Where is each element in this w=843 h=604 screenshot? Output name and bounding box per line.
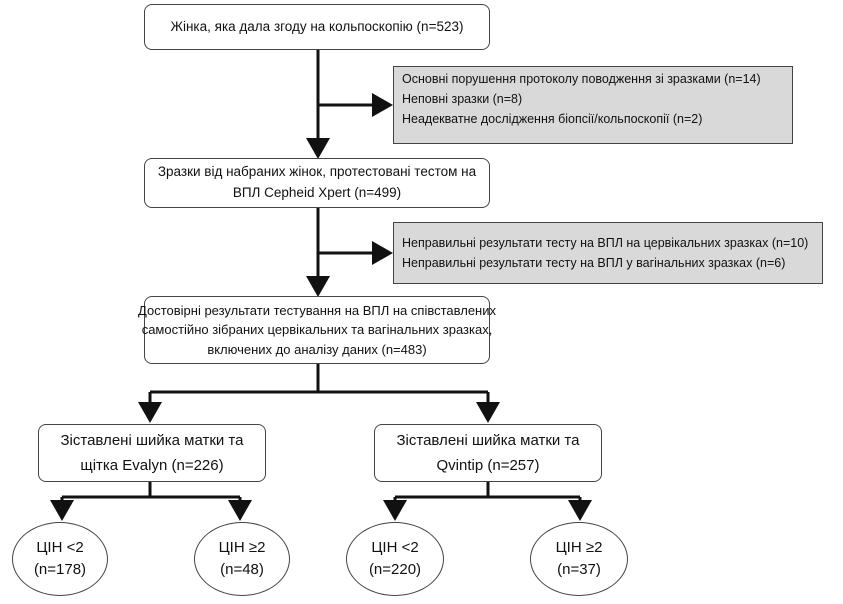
leaf-label: ЦІН ≥2 [218,538,266,556]
leaf-cin-lt2-evalyn: ЦІН <2 (n=178) [12,522,108,596]
evalyn-branch-line: Зіставлені шийка матки та [60,431,244,449]
qvintip-branch-line: Зіставлені шийка матки та [396,431,580,449]
exclusion1-line: Основні порушення протоколу поводження з… [402,72,761,86]
leaf-count: (n=37) [557,561,601,578]
leaf-count: (n=48) [220,561,264,578]
evalyn-branch-line: щітка Evalyn (n=226) [80,457,224,474]
leaf-cin-lt2-qvintip: ЦІН <2 (n=220) [346,522,444,596]
valid-results-box: Достовірні результати тестування на ВПЛ … [138,296,496,364]
leaf-count: (n=220) [368,561,422,578]
exclusion-box-2: Неправильні результати тесту на ВПЛ на ц… [393,222,823,284]
leaf-label: ЦІН <2 [36,538,84,556]
leaf-label: ЦІН <2 [371,538,419,556]
valid-results-line: Достовірні результати тестування на ВПЛ … [138,302,496,318]
tested-samples-line: Зразки від набраних жінок, протестовані … [157,164,477,180]
exclusion-box-1: Основні порушення протоколу поводження з… [393,66,793,144]
tested-samples-line: ВПЛ Cepheid Xpert (n=499) [232,185,402,200]
evalyn-branch-box: Зіставлені шийка матки та щітка Evalyn (… [38,424,266,482]
exclusion2-line: Неправильні результати тесту на ВПЛ у ва… [402,256,786,270]
consented-women-label: Жінка, яка дала згоду на кольпоскопію (n… [170,18,464,34]
qvintip-branch-line: Qvintip (n=257) [436,457,540,474]
valid-results-line: включених до аналізу даних (n=483) [207,341,427,357]
leaf-cin-ge2-evalyn: ЦІН ≥2 (n=48) [194,522,290,596]
qvintip-branch-box: Зіставлені шийка матки та Qvintip (n=257… [374,424,602,482]
tested-samples-box: Зразки від набраних жінок, протестовані … [144,158,490,208]
valid-results-line: самостійно зібраних цервікальних та вагі… [141,322,493,338]
exclusion2-line: Неправильні результати тесту на ВПЛ на ц… [402,236,809,250]
consented-women-box: Жінка, яка дала згоду на кольпоскопію (n… [144,4,490,50]
leaf-label: ЦІН ≥2 [555,538,603,556]
leaf-count: (n=178) [33,561,87,578]
exclusion1-line: Неповні зразки (n=8) [402,92,523,106]
leaf-cin-ge2-qvintip: ЦІН ≥2 (n=37) [530,522,628,596]
exclusion1-line: Неадекватне дослідження біопсії/кольпоск… [402,112,703,126]
